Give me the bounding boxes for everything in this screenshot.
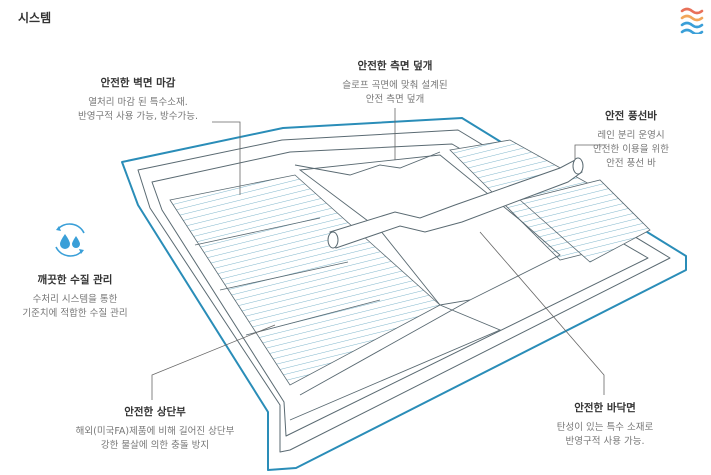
wave-logo-icon [680,7,704,34]
leader-floor [479,231,605,395]
callout-side-cover-title: 안전한 측면 덮개 [357,60,433,72]
callout-floor-line: 탄성이 있는 특수 소재로 [556,422,654,433]
callout-wall: 안전한 벽면 마감 열처리 마감 된 특수소재. 반영구적 사용 가능, 방수가… [38,75,238,124]
water-drops-icon [55,223,85,257]
callout-steps: 안전한 상단부 해외(미국FA)제품에 비해 길어진 상단부 강한 물살에 의한… [25,404,285,453]
callout-wall-line: 열처리 마감 된 특수소재. [88,97,188,108]
callout-floor-title: 안전한 바닥면 [574,402,636,414]
pool-floor [289,151,561,421]
callout-bar-line: 안전 풍선 바 [606,158,656,169]
page-title: 시스템 [18,11,52,25]
callout-steps-line: 강한 물살에 의한 충돌 방지 [100,440,210,451]
callout-bar-line: 레인 분리 운영시 [597,130,665,141]
safety-balloon-bar [327,157,584,249]
callout-wall-line: 반영구적 사용 가능, 방수가능. [78,111,198,122]
callout-water-title: 깨끗한 수질 관리 [37,274,113,286]
callout-bar-line: 안전한 이용을 위한 [593,144,669,155]
leader-bar [574,144,606,160]
callout-side-cover-line: 슬로프 곡면에 맞춰 설계된 [342,80,448,91]
callout-bar: 안전 풍선바 레인 분리 운영시 안전한 이용을 위한 안전 풍선 바 [556,108,706,171]
callout-bar-title: 안전 풍선바 [605,110,657,122]
callout-floor: 안전한 바닥면 탄성이 있는 특수 소재로 반영구적 사용 가능. [520,400,690,449]
stairs-striped-surface [169,174,441,386]
callout-steps-line: 해외(미국FA)제품에 비해 길어진 상단부 [75,426,235,437]
callout-water-line: 수처리 시스템을 통한 [32,294,118,305]
callout-water: 깨끗한 수질 관리 수처리 시스템을 통한 기준치에 적합한 수질 관리 [0,272,175,321]
leader-steps [151,324,276,400]
callout-side-cover-line: 안전 측면 덮개 [365,94,425,105]
callout-floor-line: 반영구적 사용 가능. [565,436,645,447]
callout-wall-title: 안전한 벽면 마감 [100,77,176,89]
callout-side-cover: 안전한 측면 덮개 슬로프 곡면에 맞춰 설계된 안전 측면 덮개 [295,58,495,107]
callout-steps-title: 안전한 상단부 [124,406,186,418]
pool-inner-rim [137,129,671,453]
pool-outer-frame [121,117,687,471]
leader-wall [212,121,241,195]
leader-lines [151,108,606,400]
callout-water-line: 기준치에 적합한 수질 관리 [22,308,128,319]
